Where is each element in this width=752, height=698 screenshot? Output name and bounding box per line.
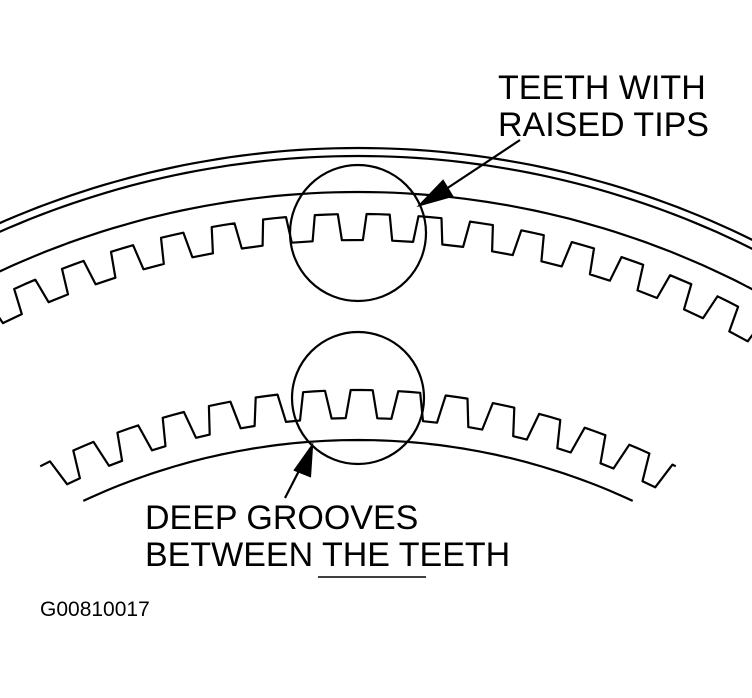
raised-tips-label-line1: TEETH WITH xyxy=(498,69,706,107)
bottom-detail-circle xyxy=(290,330,426,466)
top-callout-leader xyxy=(439,139,521,194)
figure-id: G00810017 xyxy=(40,598,150,621)
bottom-gear-inner-arc xyxy=(82,438,634,502)
top-gear-group xyxy=(0,146,752,343)
bottom-gear-teeth xyxy=(39,388,677,489)
bottom-callout-arrowhead xyxy=(293,442,314,478)
top-gear-outer-ring xyxy=(0,146,752,250)
raised-tips-label: TEETH WITH RAISED TIPS xyxy=(498,70,709,144)
deep-grooves-label-line2: BETWEEN THE TEETH xyxy=(145,536,511,574)
top-detail-circle xyxy=(288,163,428,303)
raised-tips-label-line2: RAISED TIPS xyxy=(498,106,709,144)
top-callout-arrowhead xyxy=(416,179,454,208)
top-gear-inner-ring xyxy=(0,190,752,291)
deep-grooves-label-line1: DEEP GROOVES xyxy=(145,499,419,537)
bottom-gear-group xyxy=(39,330,677,502)
top-gear-teeth-band xyxy=(0,212,752,343)
callout-arrows xyxy=(284,139,521,499)
deep-grooves-label: DEEP GROOVES BETWEEN THE TEETH xyxy=(145,500,510,574)
